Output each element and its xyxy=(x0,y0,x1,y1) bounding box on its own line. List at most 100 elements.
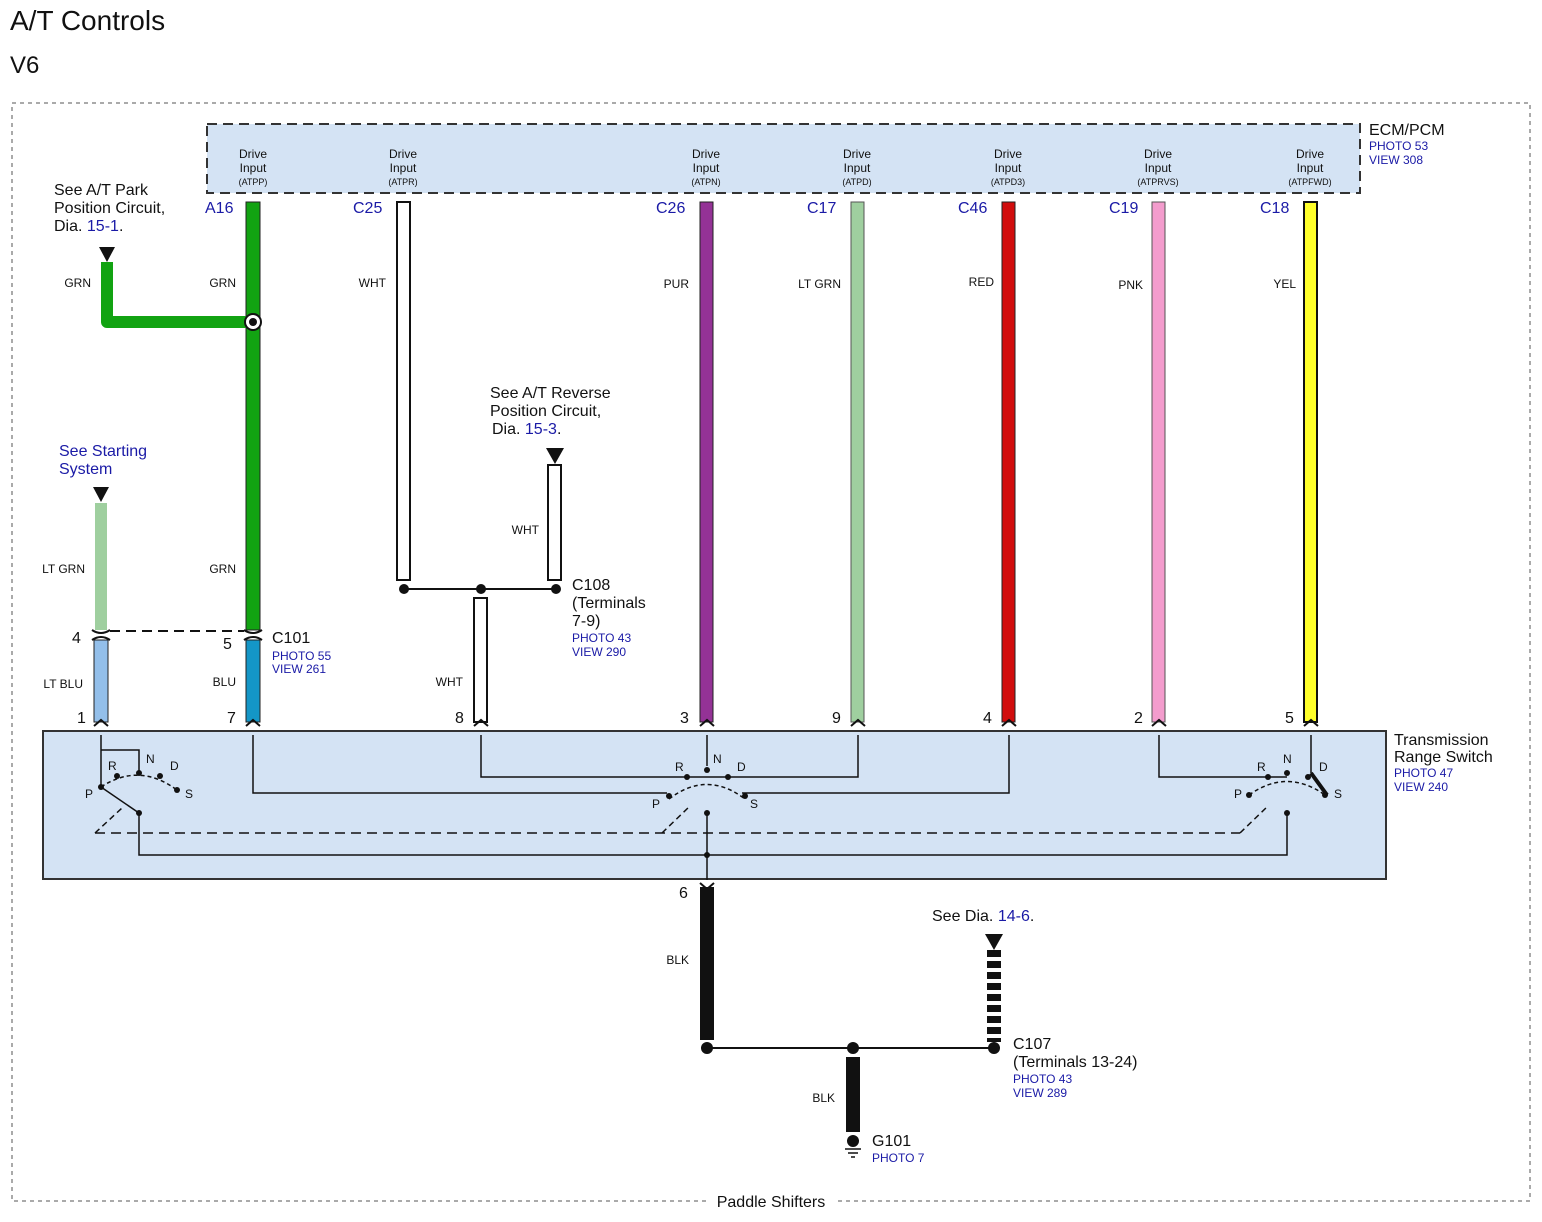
ecm-pin-number: A16 xyxy=(205,200,234,217)
trs-contact xyxy=(1265,774,1271,780)
ref-park-arrow-icon xyxy=(99,247,115,262)
c108-name: C108 xyxy=(572,577,610,594)
c101-mark xyxy=(91,636,111,641)
trs-arc-right xyxy=(1248,780,1326,796)
trs-pos-r: R xyxy=(1257,760,1266,774)
wire-park-branch xyxy=(101,262,253,328)
ecm-pin-code: (ATPFWD) xyxy=(1288,177,1331,187)
wire-blu xyxy=(245,639,261,723)
c101-name: C101 xyxy=(272,630,310,647)
ecm-photo: PHOTO 53 xyxy=(1369,139,1428,153)
trs-pos-s: S xyxy=(1334,787,1342,801)
trs-line xyxy=(742,735,1010,794)
trs-line xyxy=(252,735,667,794)
trs-internal xyxy=(94,735,1326,880)
wire-c108-down xyxy=(473,597,488,723)
trs-contact xyxy=(1322,792,1328,798)
trs-lever-right xyxy=(1309,771,1329,797)
ecm-pin-atpr: Drive Input (ATPR) C25 xyxy=(353,147,418,217)
g101-name: G101 xyxy=(872,1133,911,1150)
ecm-pin-code: (ATPN) xyxy=(691,177,720,187)
trs-pin: 4 xyxy=(983,710,992,727)
trs-contact xyxy=(1284,770,1290,776)
ecm-pin-code: (ATPD) xyxy=(842,177,871,187)
trs-pos-s: S xyxy=(750,797,758,811)
ecm-pin-atpd3: Drive Input (ATPD3) C46 xyxy=(958,147,1025,217)
wire-ltblu xyxy=(93,639,109,723)
wire-label-blk-g101: BLK xyxy=(812,1091,835,1105)
ground-icon xyxy=(845,1148,861,1158)
c107-line2: (Terminals 13-24) xyxy=(1013,1054,1137,1071)
trs-contact xyxy=(98,784,104,790)
trs-common-rail xyxy=(138,813,1288,856)
c107-view: VIEW 289 xyxy=(1013,1086,1067,1100)
ecm-pin-number: C19 xyxy=(1109,200,1138,217)
trs-pos-d: D xyxy=(737,760,746,774)
trs-contact xyxy=(684,774,690,780)
trs-contact xyxy=(666,793,672,799)
ref-starting-line2: System xyxy=(59,461,112,478)
trs-contact xyxy=(157,773,163,779)
ref-reverse: See A/T Reverse Position Circuit, Dia. 1… xyxy=(490,385,611,464)
c101-view: VIEW 261 xyxy=(272,662,326,676)
wire-label-wht-c108: WHT xyxy=(436,675,464,689)
ecm-pin-label2: Input xyxy=(844,161,871,175)
wire-label-blu: BLU xyxy=(213,675,236,689)
trs-contacts xyxy=(98,767,1328,858)
trs-contact xyxy=(136,770,142,776)
trs-arc-center xyxy=(668,783,746,800)
trs-photo: PHOTO 47 xyxy=(1394,766,1453,780)
g101-photo: PHOTO 7 xyxy=(872,1151,925,1165)
ref-dia146-arrow-icon xyxy=(985,934,1003,950)
ref-dia146-text: See Dia. 14-6. xyxy=(932,908,1034,925)
wire-atprvs-pnk xyxy=(1151,201,1166,723)
ecm-pin-number: C17 xyxy=(807,200,836,217)
trs-arc-left xyxy=(100,774,178,791)
wire-label-pnk: PNK xyxy=(1118,278,1143,292)
ref-park-line2: Position Circuit, xyxy=(54,200,165,217)
c107-terminal xyxy=(701,1042,713,1054)
trs-lever-left xyxy=(100,786,140,814)
ecm-pin-label2: Input xyxy=(995,161,1022,175)
ecm-pin-atprvs: Drive Input (ATPRVS) C19 xyxy=(1109,147,1179,217)
trs-terminal-mark xyxy=(1001,718,1017,727)
trs-lever-link xyxy=(94,807,123,834)
ecm-pin-atpd: Drive Input (ATPD) C17 xyxy=(807,147,872,217)
c101-pin-a: 4 xyxy=(72,630,81,647)
trs-name2: Range Switch xyxy=(1394,749,1493,766)
c108-line3: 7-9) xyxy=(572,613,600,630)
diagram-title: A/T Controls xyxy=(10,5,165,36)
trs-lever-link xyxy=(1239,805,1269,834)
trs-pin: 3 xyxy=(680,710,689,727)
ecm-pin-label1: Drive xyxy=(389,147,417,161)
footer-gap xyxy=(706,1192,836,1210)
wire-atpp: GRN GRN GRN BLU xyxy=(64,201,262,723)
trs-contact xyxy=(704,767,710,773)
wire-label-wht-reverse: WHT xyxy=(512,523,540,537)
ecm-pin-code: (ATPD3) xyxy=(991,177,1025,187)
trs-contact xyxy=(114,773,120,779)
ecm-pin-label2: Input xyxy=(390,161,417,175)
wire-atpd-ltgrn xyxy=(850,201,865,723)
trs-pin: 9 xyxy=(832,710,841,727)
c108-terminal xyxy=(399,584,409,594)
c101-photo: PHOTO 55 xyxy=(272,649,331,663)
trs-position-labels: P R N D S P R N D S P R N D S xyxy=(85,752,1342,811)
ground-circuit: BLK BLK C107 (Terminals 13-24) PHOTO 43 … xyxy=(666,887,1137,1165)
ecm-pin-label2: Input xyxy=(1297,161,1324,175)
trs-pos-p: P xyxy=(1234,787,1242,801)
wire-atpd3: RED xyxy=(969,201,1016,723)
ecm-pin-code: (ATPR) xyxy=(388,177,417,187)
c101-mark xyxy=(243,636,263,641)
c101-pin-b: 5 xyxy=(223,636,232,653)
wire-label-blk: BLK xyxy=(666,953,689,967)
wire-label-grn-lower: GRN xyxy=(209,562,236,576)
ecm-pin-label1: Drive xyxy=(692,147,720,161)
wire-atprvs: PNK xyxy=(1118,201,1166,723)
ecm-pin-number: C26 xyxy=(656,200,685,217)
wire-ground-blk xyxy=(700,887,714,1040)
ref-starting-line1: See Starting xyxy=(59,443,147,460)
ref-starting-arrow-icon xyxy=(93,487,109,502)
wire-atpd: LT GRN xyxy=(798,201,865,723)
